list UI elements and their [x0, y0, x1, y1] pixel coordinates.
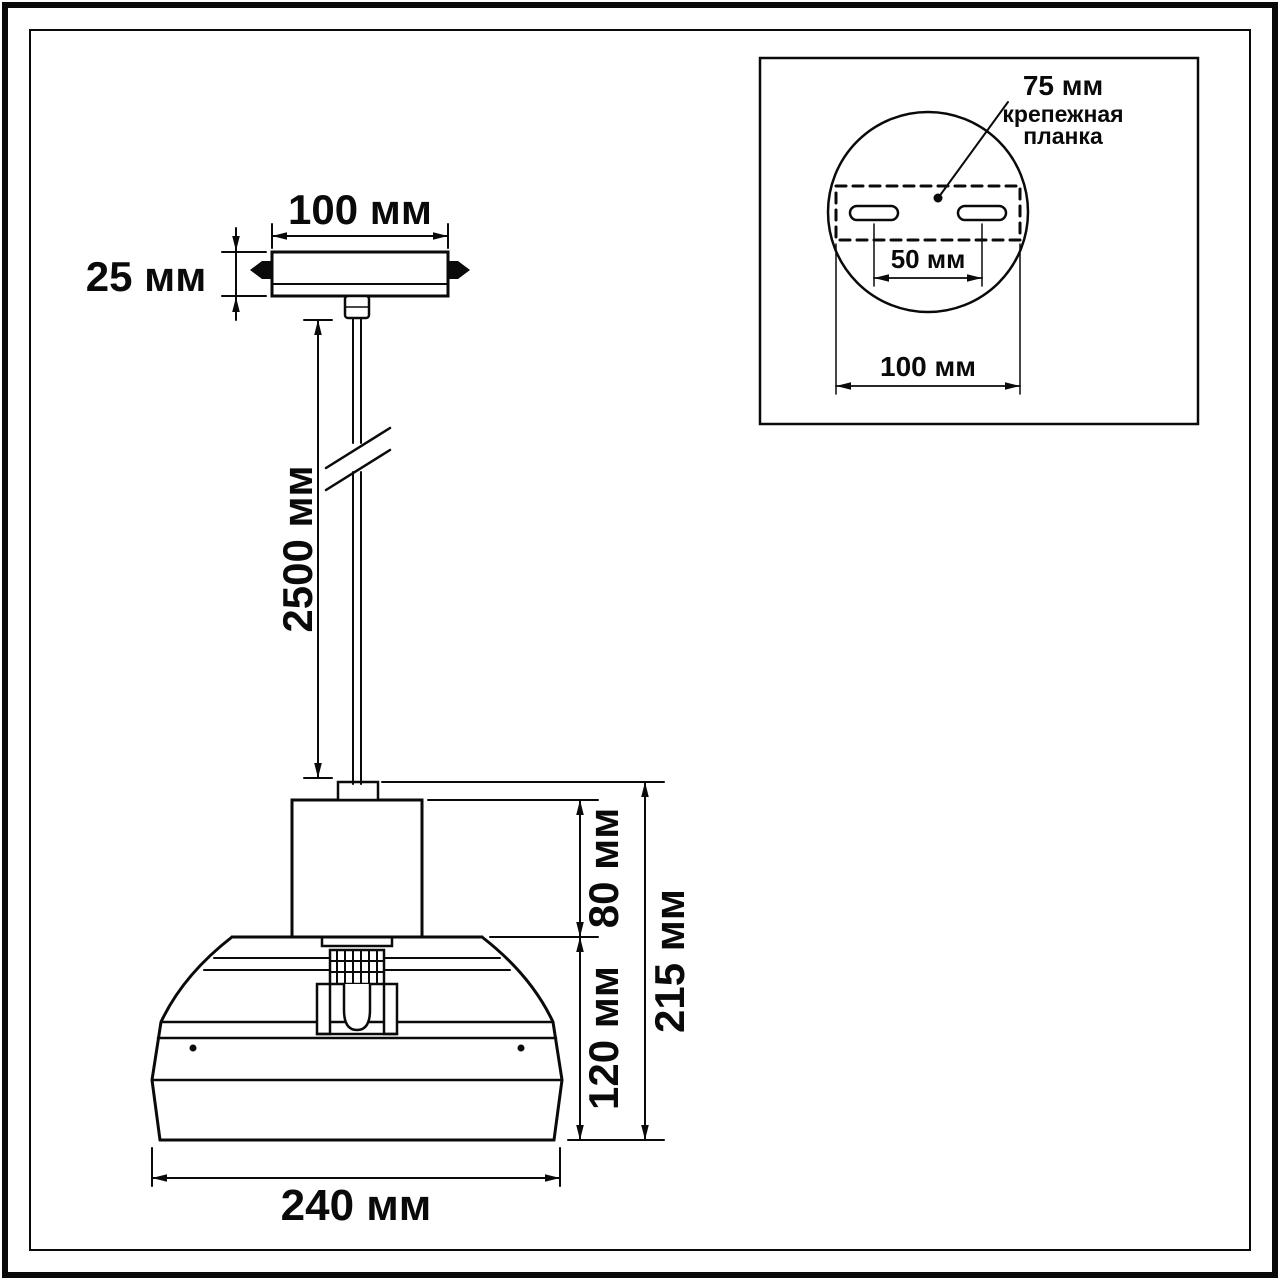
dim-shade-height: 120 мм	[567, 936, 665, 1141]
dim-neck-height: 80 мм	[427, 799, 627, 938]
dim-cable-length-label: 2500 мм	[274, 465, 321, 632]
dim-inset-plate-width-label: 100 мм	[880, 351, 976, 382]
ceiling-plate	[250, 250, 470, 320]
side-screw-left	[250, 261, 272, 279]
cable-break-symbol	[324, 426, 392, 492]
ceiling-cup-circle	[826, 110, 1030, 314]
center-point	[933, 193, 943, 203]
mounting-bracket-dashed	[834, 184, 1022, 242]
pendant-lamp-drawing: 100 мм 25 мм 2500 мм 80 мм	[86, 186, 693, 1230]
dim-slot-spacing: 50 мм	[873, 223, 983, 287]
slot-left	[848, 204, 900, 222]
dim-cable-length: 2500 мм	[274, 319, 333, 779]
dim-plate-height-label: 25 мм	[86, 253, 207, 300]
dim-shade-height-label: 120 мм	[580, 966, 627, 1110]
mounting-inset: 75 мм крепежная планка 50 мм 100 мм	[758, 56, 1200, 426]
side-screw-right	[448, 261, 470, 279]
dim-slot-spacing-label: 50 мм	[891, 244, 966, 274]
dim-shade-diameter: 240 мм	[151, 1147, 561, 1230]
slot-right	[956, 204, 1008, 222]
dim-total-height-label: 215 мм	[646, 889, 693, 1033]
leader-line	[940, 101, 1009, 195]
inset-bracket-width-label: 75 мм	[1023, 70, 1103, 101]
dim-plate-width: 100 мм	[271, 186, 449, 249]
dim-neck-height-label: 80 мм	[580, 808, 627, 929]
dim-shade-diameter-label: 240 мм	[281, 1181, 432, 1230]
suspension-cable	[352, 317, 362, 785]
dim-inset-plate-width: 100 мм	[835, 243, 1021, 395]
lamp-shade	[150, 935, 564, 1142]
dim-total-height: 215 мм	[381, 781, 693, 1141]
inset-bracket-caption-line2: планка	[1023, 123, 1103, 149]
lamp-body-neck	[290, 780, 424, 939]
dim-plate-height: 25 мм	[86, 227, 267, 321]
dim-plate-width-label: 100 мм	[288, 186, 432, 233]
socket-assembly	[315, 926, 399, 1036]
inset-bracket-caption-line1: крепежная	[1002, 101, 1123, 127]
